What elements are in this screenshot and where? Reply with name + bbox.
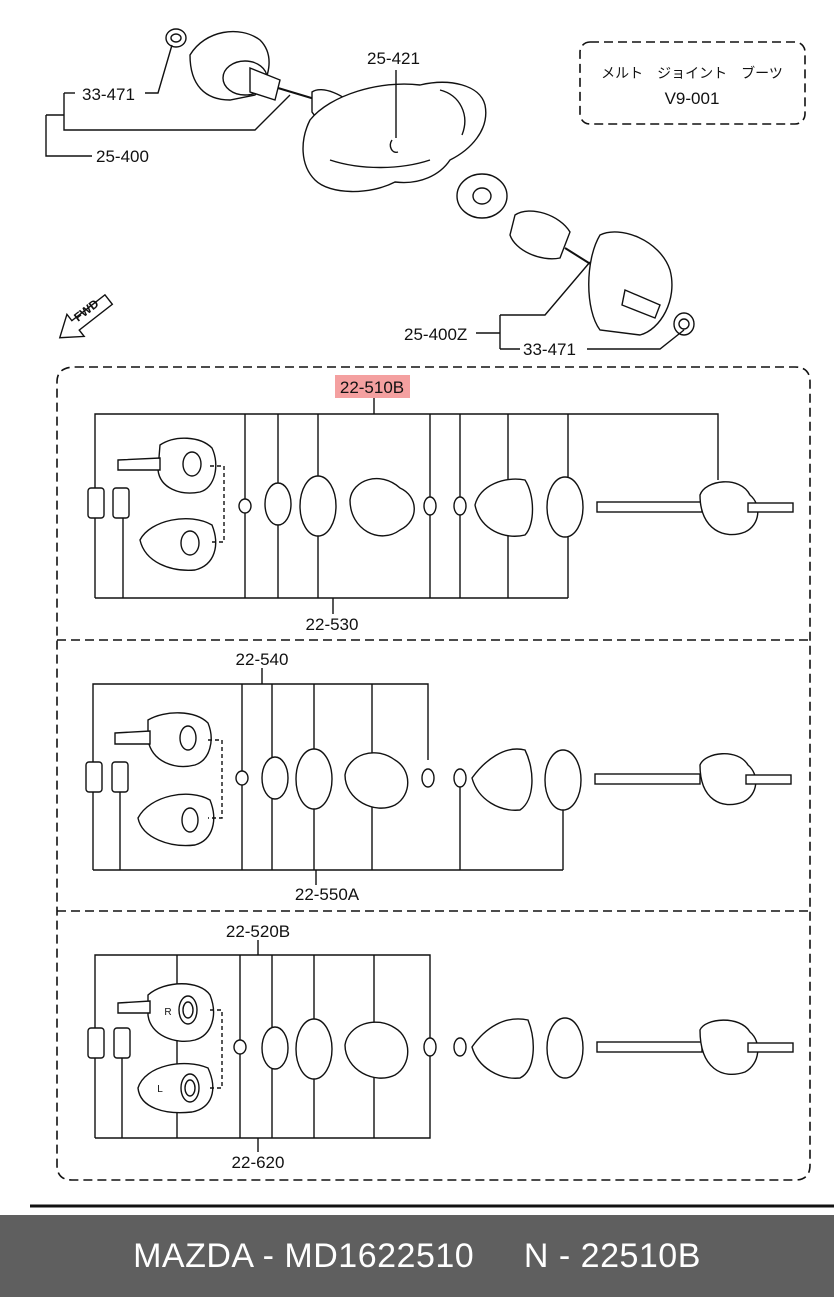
panel-22-510b: [87, 375, 794, 614]
label-22-530: 22-530: [306, 615, 359, 634]
fwd-arrow-icon: [58, 293, 114, 339]
label-22-540: 22-540: [236, 650, 289, 669]
panel-22-540: [85, 668, 792, 885]
tag-r: R: [164, 1007, 171, 1018]
note-line-1: メルト ジョイント ブーツ: [601, 65, 783, 82]
label-33-471-top: 33-471: [82, 85, 135, 104]
note-line-2: V9-001: [665, 89, 720, 108]
kit-frame: [56, 366, 811, 1181]
label-22-520b: 22-520B: [226, 922, 290, 941]
label-25-421: 25-421: [367, 49, 420, 68]
label-33-471-bottom: 33-471: [523, 340, 576, 359]
part-number-caption: MAZDA - MD1622510 N - 22510B: [133, 1236, 701, 1275]
parts-diagram: 33-471 25-400 25-421 25-400Z 33-471 FWD …: [30, 28, 834, 1208]
tag-l: L: [157, 1084, 163, 1095]
footer-bar: MAZDA - MD1622510 N - 22510B: [0, 1215, 834, 1297]
drive-shaft-assembly-illustration: [45, 28, 695, 350]
highlight-22-510b: [335, 375, 410, 398]
label-25-400z: 25-400Z: [404, 325, 467, 344]
label-22-510b: 22-510B: [340, 378, 404, 397]
label-22-620: 22-620: [232, 1153, 285, 1172]
label-22-550a: 22-550A: [295, 885, 360, 904]
label-25-400: 25-400: [96, 147, 149, 166]
note-box: [579, 41, 806, 125]
panel-22-520b: [87, 940, 794, 1152]
